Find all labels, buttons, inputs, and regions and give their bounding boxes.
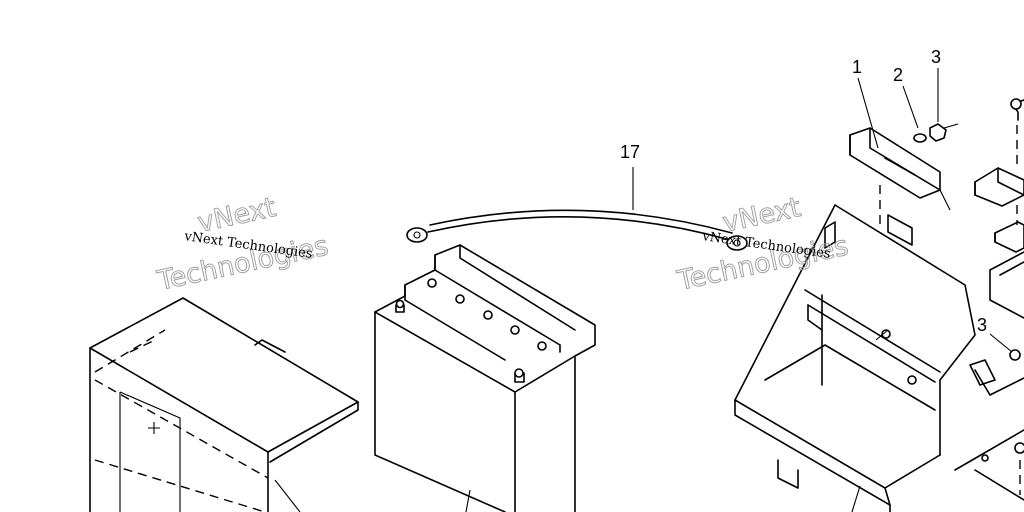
callout-3-mid: 3 (977, 315, 987, 335)
bracket-hardware (954, 98, 1024, 501)
battery (374, 244, 596, 512)
battery-cover (89, 297, 359, 512)
callout-17: 17 (620, 142, 640, 162)
watermark-right: vNext Technologies vNext Technologies (674, 192, 852, 298)
callout-1: 1 (852, 57, 862, 77)
nut (1009, 349, 1021, 361)
washer (913, 133, 927, 143)
battery-cable (406, 167, 748, 251)
callout-2: 2 (893, 65, 903, 85)
nut (929, 123, 947, 142)
callout-3-top: 3 (931, 47, 941, 67)
watermark-left: vNext Technologies vNext Technologies (154, 192, 332, 298)
watermark-big-line1: vNext (720, 192, 804, 239)
hold-down-strap (849, 68, 959, 211)
battery-tray (734, 185, 976, 512)
